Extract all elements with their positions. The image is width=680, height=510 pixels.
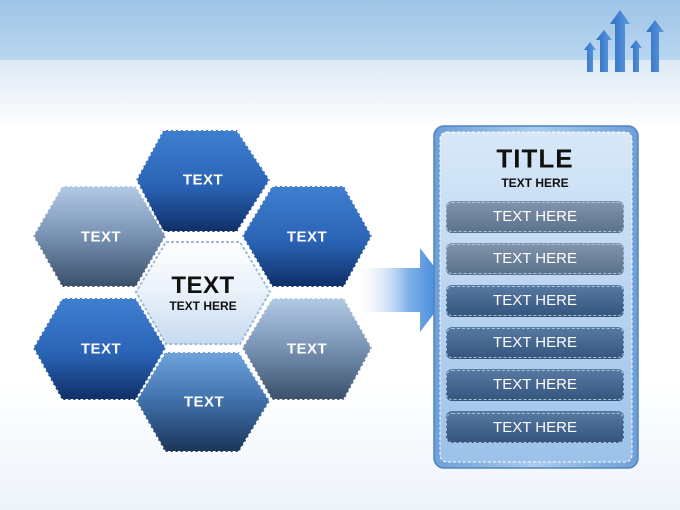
- list-item-bg: [446, 243, 624, 275]
- list-item-bg: [446, 369, 624, 401]
- list-item-bg: [446, 411, 624, 443]
- header-band: [0, 0, 680, 60]
- list-item-bg: [446, 327, 624, 359]
- hexagon-lower-left-label: TEXT: [80, 340, 122, 358]
- panel-title: TITLE: [496, 143, 574, 174]
- center-subtitle: TEXT HERE: [169, 299, 237, 313]
- list-item: TEXT HERE: [446, 244, 624, 274]
- center-title: TEXT: [171, 272, 235, 299]
- flow-arrow: [355, 248, 452, 332]
- list-item-bg: [446, 201, 624, 233]
- list-item: TEXT HERE: [446, 370, 624, 400]
- hexagon-lower-right-label: TEXT: [286, 340, 328, 358]
- hexagon-upper-left: [31, 185, 168, 288]
- hexagon-upper-left-label: TEXT: [80, 228, 122, 246]
- list-item: TEXT HERE: [446, 328, 624, 358]
- hexagon-upper-right-label: TEXT: [286, 228, 328, 246]
- hexagon-top-label: TEXT: [182, 171, 224, 189]
- hexagon-lower-right: [240, 297, 374, 401]
- list-item: TEXT HERE: [446, 202, 624, 232]
- list-item: TEXT HERE: [446, 413, 624, 443]
- hexagon-upper-right: [240, 185, 374, 288]
- hexagon-center: [134, 241, 272, 345]
- hexagon-bottom: [134, 351, 272, 453]
- list-item-bg: [446, 285, 624, 317]
- hexagon-top: [134, 129, 272, 233]
- header-fade: [0, 60, 680, 130]
- hexagon-bottom-label: TEXT: [183, 393, 225, 411]
- list-item: TEXT HERE: [446, 286, 624, 316]
- panel-subtitle: TEXT HERE: [501, 176, 569, 190]
- rising-arrows-icon: [584, 10, 664, 72]
